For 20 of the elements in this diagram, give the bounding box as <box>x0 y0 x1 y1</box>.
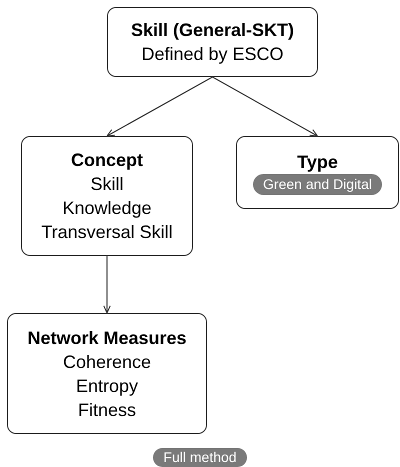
box-text: Fitness <box>78 398 136 422</box>
rounded-box <box>21 136 193 256</box>
tag-pill: Green and Digital <box>253 174 382 195</box>
box-text: Transversal Skill <box>41 221 173 244</box>
rounded-box <box>236 136 399 209</box>
box-heading: Network Measures <box>27 326 187 350</box>
box-heading: Type <box>297 151 338 174</box>
box-heading: Skill (General-SKT) <box>130 19 294 42</box>
box-text: Coherence <box>62 350 152 374</box>
box-heading: Concept <box>71 149 143 172</box>
box-text: Skill <box>90 173 124 196</box>
rounded-box <box>107 7 318 77</box>
arrow <box>212 76 318 137</box>
method-tag: Full method <box>153 448 247 467</box>
box-text: Knowledge <box>62 197 152 220</box>
arrow <box>103 256 111 314</box>
arrow <box>106 76 213 137</box>
box-text: Entropy <box>76 374 138 398</box>
box-text: Defined by ESCO <box>141 43 284 66</box>
rounded-box <box>7 313 207 434</box>
